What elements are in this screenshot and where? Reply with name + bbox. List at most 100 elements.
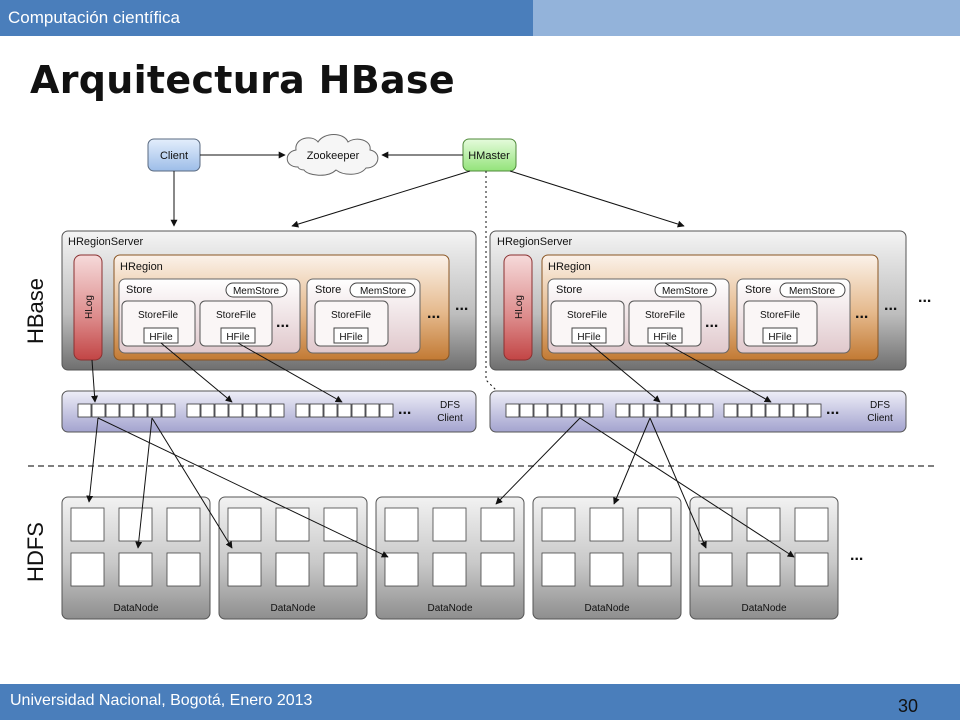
- dfs-block-cells: [77, 403, 394, 418]
- storefile-label: StoreFile: [331, 310, 371, 321]
- slide-title: Arquitectura HBase: [30, 58, 455, 102]
- datanode-block: [637, 507, 672, 542]
- hlog-label: HLog: [84, 295, 95, 319]
- store-box: Store MemStore StoreFile HFile StoreFile…: [547, 278, 730, 354]
- dfs-block-cell: [200, 403, 215, 418]
- hregion-box: HRegion Store MemStore StoreFile HFile S…: [113, 254, 450, 361]
- datanode-block: [227, 507, 262, 542]
- datanode-block: [275, 507, 310, 542]
- store-box: Store MemStore StoreFile HFile ...: [306, 278, 440, 354]
- hfile-label: HFile: [149, 332, 173, 343]
- dfs-block-cell: [793, 403, 808, 418]
- storefile-label: StoreFile: [760, 310, 800, 321]
- datanode-block: [480, 507, 515, 542]
- hregion-box: HRegion Store MemStore StoreFile HFile S…: [541, 254, 879, 361]
- dfs-client-right: ... DFS Client: [489, 390, 907, 433]
- datanode-block: [166, 507, 201, 542]
- datanode-box: DataNode: [375, 496, 525, 620]
- dfs-block-cell: [256, 403, 271, 418]
- dfs-block-cell: [77, 403, 92, 418]
- datanode-block: [166, 552, 201, 587]
- storefile-label: StoreFile: [567, 310, 607, 321]
- dfs-block-cell: [323, 403, 338, 418]
- ellipsis: ...: [855, 305, 868, 322]
- store-label: Store: [556, 284, 582, 296]
- hfile-label: HFile: [226, 332, 250, 343]
- memstore-label: MemStore: [360, 286, 407, 297]
- dfs-client-left: ... DFS Client: [61, 390, 477, 433]
- datanode-block: [118, 507, 153, 542]
- client-label: Client: [160, 150, 188, 162]
- store-box: Store MemStore StoreFile HFile StoreFile…: [118, 278, 301, 354]
- footer-bar: Universidad Nacional, Bogotá, Enero 2013…: [0, 684, 960, 720]
- memstore-label: MemStore: [662, 286, 709, 297]
- dfs-block-cell: [737, 403, 752, 418]
- dfs-block-cells: [505, 403, 822, 418]
- dfs-client-label: DFS: [870, 400, 890, 411]
- header-bar: Computación científica: [0, 0, 960, 36]
- footer-institution: Universidad Nacional, Bogotá, Enero 2013: [10, 692, 313, 709]
- dfs-block-cell: [685, 403, 700, 418]
- datanode-box: DataNode: [61, 496, 211, 620]
- ellipsis: ...: [826, 401, 839, 418]
- dfs-block-cell: [519, 403, 534, 418]
- datanode-block: [384, 552, 419, 587]
- dfs-block-cell: [365, 403, 380, 418]
- storefile-label: StoreFile: [138, 310, 178, 321]
- datanode-block: [637, 552, 672, 587]
- region-server-label: HRegionServer: [497, 236, 573, 248]
- hlog-box: HLog: [503, 254, 533, 361]
- dfs-block-cell: [533, 403, 548, 418]
- hfile-label: HFile: [577, 332, 601, 343]
- dfs-block-cell: [337, 403, 352, 418]
- hmaster-node: HMaster: [462, 138, 517, 172]
- hregion-label: HRegion: [548, 261, 591, 273]
- ellipsis: ...: [918, 289, 931, 306]
- datanode-label: DataNode: [427, 603, 472, 614]
- storefile-label: StoreFile: [645, 310, 685, 321]
- datanode-block: [541, 507, 576, 542]
- dfs-block-cell: [270, 403, 285, 418]
- dfs-block-cell: [161, 403, 176, 418]
- dfs-block-cell: [589, 403, 604, 418]
- header-bar-right: [533, 0, 960, 36]
- dfs-block-cell: [723, 403, 738, 418]
- datanode-block: [70, 507, 105, 542]
- datanode-block: [118, 552, 153, 587]
- dfs-block-cell: [228, 403, 243, 418]
- ellipsis: ...: [455, 297, 468, 314]
- side-label-hbase: HBase: [23, 278, 48, 344]
- hlog-label: HLog: [514, 295, 525, 319]
- store-label: Store: [315, 284, 341, 296]
- datanode-label: DataNode: [584, 603, 629, 614]
- page-number: 30: [898, 696, 919, 716]
- header-bar-left: Computación científica: [0, 0, 533, 36]
- hfile-label: HFile: [339, 332, 363, 343]
- dfs-block-cell: [657, 403, 672, 418]
- dfs-block-cell: [147, 403, 162, 418]
- hfile-to-dfs-arrows: [91, 342, 772, 403]
- datanode-block: [275, 552, 310, 587]
- datanode-block: [746, 552, 781, 587]
- dfs-block-cell: [561, 403, 576, 418]
- datanode-block: [227, 552, 262, 587]
- region-server-right: HRegionServer HLog HRegion Store MemStor…: [489, 230, 907, 371]
- dfs-block-cell: [91, 403, 106, 418]
- dfs-block-cell: [105, 403, 120, 418]
- datanode-block: [323, 552, 358, 587]
- ellipsis: ...: [705, 314, 718, 331]
- datanode-box: DataNode: [532, 496, 682, 620]
- datanode-block: [384, 507, 419, 542]
- hmaster-label: HMaster: [468, 150, 510, 162]
- hfile-label: HFile: [653, 332, 677, 343]
- ellipsis: ...: [884, 297, 897, 314]
- datanode-block: [323, 507, 358, 542]
- dfs-block-cell: [309, 403, 324, 418]
- storefile-label: StoreFile: [216, 310, 256, 321]
- hfile-label: HFile: [768, 332, 792, 343]
- dfs-block-cell: [643, 403, 658, 418]
- dfs-block-cell: [379, 403, 394, 418]
- dfs-block-cell: [505, 403, 520, 418]
